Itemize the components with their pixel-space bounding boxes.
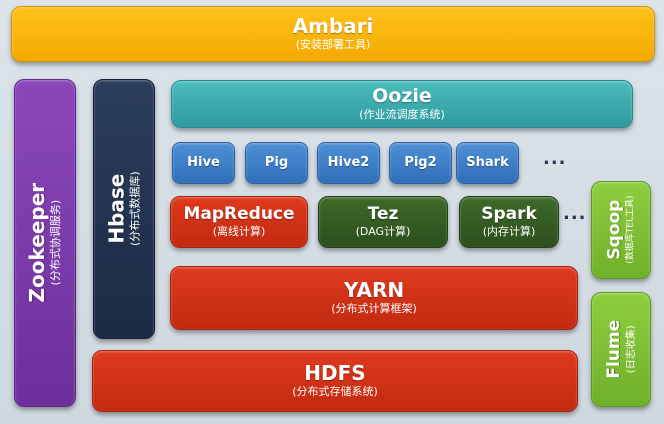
- hbase-name: Hbase: [104, 173, 129, 245]
- zookeeper-desc: (分布式协调服务): [49, 200, 63, 286]
- engine-hive: Hive: [172, 142, 235, 184]
- engine-hive2: Hive2: [317, 142, 380, 184]
- flume-name: Flume: [603, 320, 624, 379]
- engine-pig: Pig: [245, 142, 308, 184]
- yarn-box: YARN (分布式计算框架): [170, 266, 578, 330]
- oozie-box: Oozie (作业流调度系统): [171, 80, 633, 128]
- engine-label: Hive: [187, 154, 220, 170]
- hbase-box: Hbase (分布式数据库): [93, 79, 155, 339]
- engine-label: Pig2: [404, 154, 437, 170]
- hbase-desc: (分布式数据库): [128, 171, 142, 247]
- sqoop-desc: (数据库TEL工具): [624, 195, 635, 265]
- yarn-desc: (分布式计算框架): [331, 302, 417, 316]
- zookeeper-name: Zookeeper: [25, 183, 50, 303]
- flume-box: Flume (日志收集): [591, 292, 651, 407]
- engine-label: Hive2: [327, 154, 370, 170]
- sqoop-box: Sqoop (数据库TEL工具): [591, 181, 651, 279]
- engine-label: Pig: [264, 154, 289, 170]
- mapreduce-box: MapReduce (离线计算): [170, 196, 308, 248]
- sqoop-name: Sqoop: [604, 200, 625, 260]
- engines-more-ellipsis: ...: [543, 148, 567, 169]
- oozie-name: Oozie: [372, 84, 432, 107]
- engine-shark: Shark: [456, 142, 519, 184]
- engine-pig2: Pig2: [389, 142, 452, 184]
- flume-desc: (日志收集): [625, 325, 637, 374]
- zookeeper-box: Zookeeper (分布式协调服务): [14, 79, 76, 407]
- hdfs-name: HDFS: [304, 361, 366, 386]
- ambari-box: Ambari (安装部署工具): [11, 6, 655, 62]
- hdfs-desc: (分布式存储系统): [292, 385, 378, 399]
- yarn-name: YARN: [343, 278, 405, 303]
- tez-box: Tez (DAG计算): [318, 196, 448, 248]
- spark-box: Spark (内存计算): [459, 196, 559, 248]
- tez-name: Tez: [367, 204, 399, 225]
- oozie-desc: (作业流调度系统): [359, 107, 445, 121]
- engine-label: Shark: [466, 154, 509, 170]
- spark-name: Spark: [481, 204, 537, 225]
- mapreduce-name: MapReduce: [183, 204, 295, 225]
- ambari-desc: (安装部署工具): [295, 38, 371, 52]
- spark-desc: (内存计算): [482, 224, 536, 238]
- tez-desc: (DAG计算): [355, 224, 411, 238]
- compute-more-ellipsis: ...: [563, 203, 587, 224]
- mapreduce-desc: (离线计算): [212, 224, 266, 238]
- hdfs-box: HDFS (分布式存储系统): [92, 350, 578, 412]
- ambari-name: Ambari: [292, 14, 374, 39]
